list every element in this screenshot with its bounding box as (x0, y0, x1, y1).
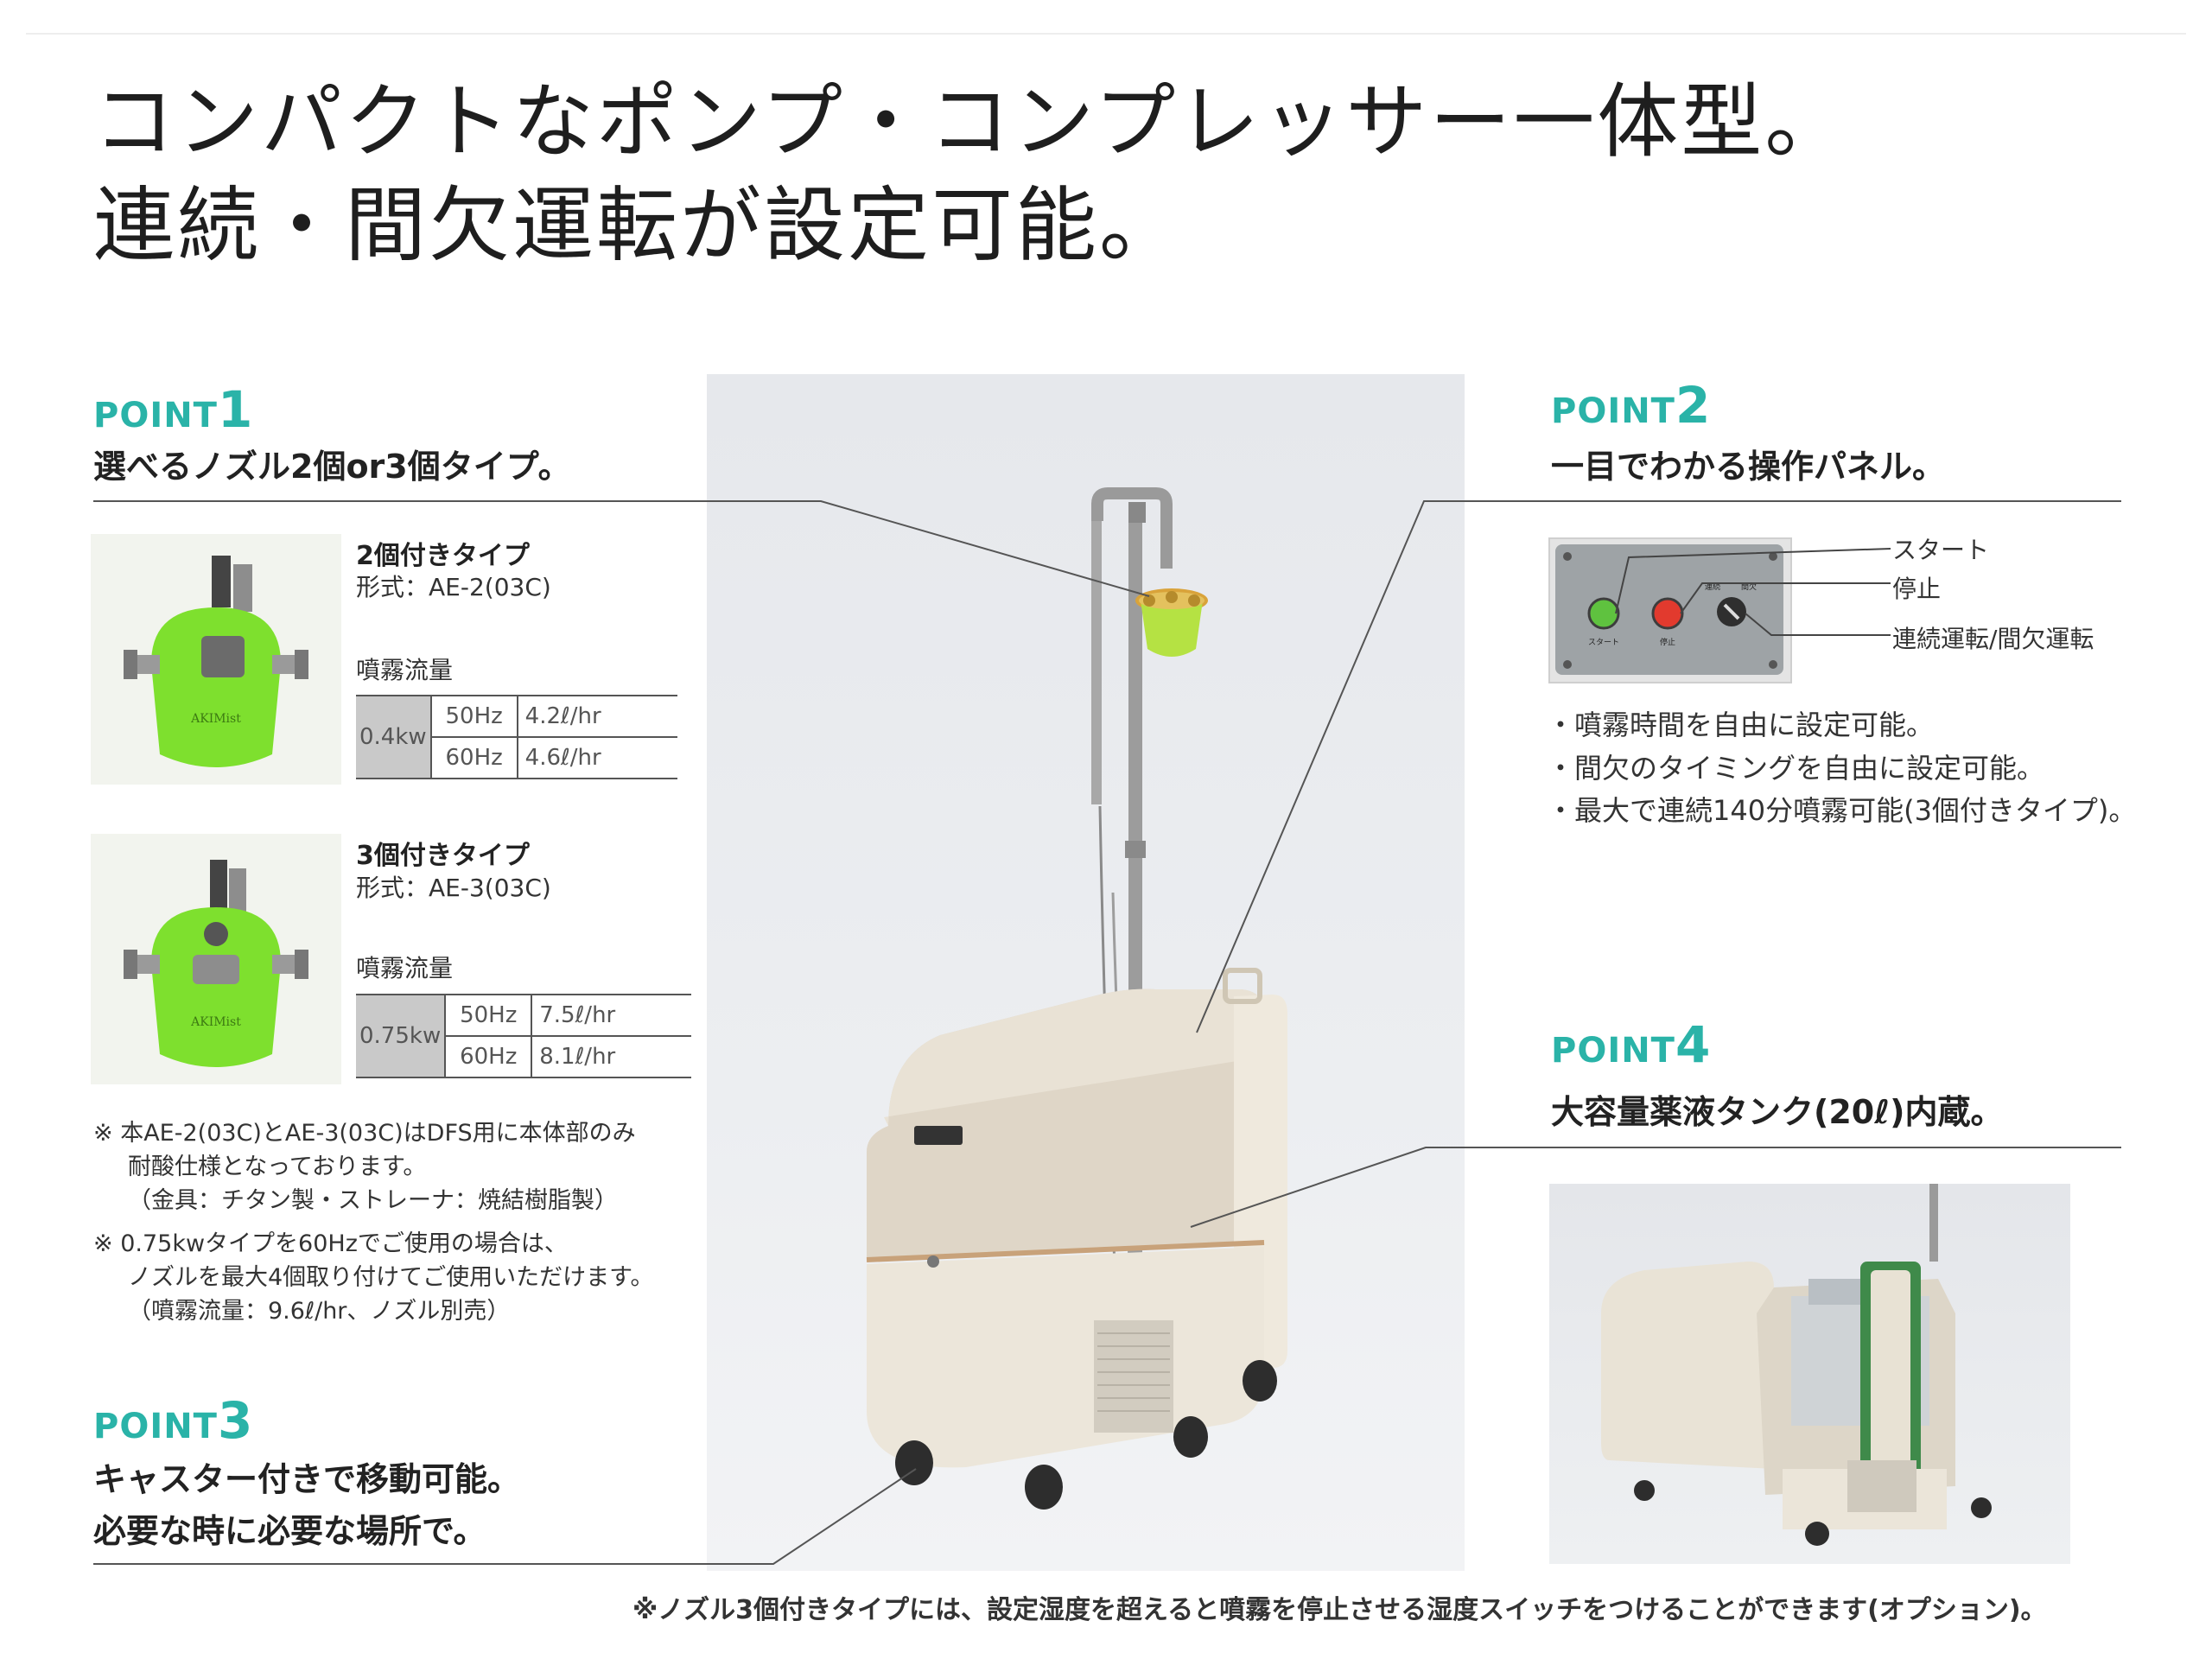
point2-title: 一目でわかる操作パネル。 (1551, 448, 1946, 486)
point1-tag-word: POINT (93, 396, 218, 435)
type3-val-50: 7.5ℓ/hr (531, 994, 692, 1037)
table-row: 0.4kw 50Hz 4.2ℓ/hr (356, 695, 677, 779)
point2-bullet-3: ・最大で連続140分噴霧可能(3個付きタイプ)。 (1547, 794, 2137, 828)
type3-kw: 0.75kw (356, 994, 447, 1078)
type2-hz-50: 50Hz (430, 695, 518, 738)
table-row: 60Hz 4.6ℓ/hr (356, 736, 677, 779)
point2-bullets: ・噴霧時間を自由に設定可能。 ・間欠のタイミングを自由に設定可能。 ・最大で連続… (1547, 704, 2136, 833)
type3-hz-50: 50Hz (445, 994, 533, 1037)
headline-line-1: コンパクトなポンプ・コンプレッサー一体型。 (93, 75, 1849, 169)
nozzle-2-brand: AKIMist (190, 712, 241, 726)
panel-label-stop: 停止 (1892, 575, 1942, 603)
point2-tag-number: 2 (1675, 376, 1711, 435)
point4-tag-word: POINT (1551, 1031, 1675, 1071)
point1-title: 選べるノズル2個or3個タイプ。 (93, 448, 571, 486)
tank-illustration (1601, 1184, 1992, 1546)
nozzle-3-brand: AKIMist (190, 1015, 241, 1029)
type3-hz-60: 60Hz (445, 1035, 533, 1078)
note-2-line-2: ノズルを最大4個取り付けてご使用いただけます。 (128, 1264, 654, 1292)
panel-small-stop: 停止 (1660, 637, 1675, 647)
note-2: ※ 0.75kwタイプを60Hzでご使用の場合は、 ノズルを最大4個取り付けてご… (93, 1227, 653, 1328)
type2-val-50: 4.2ℓ/hr (517, 695, 677, 738)
point2-tag: POINT2 (1551, 380, 1710, 430)
note-2-line-3: （噴霧流量：9.6ℓ/hr、ノズル別売） (128, 1298, 511, 1325)
panel-label-mode: 連続運転/間欠運転 (1892, 625, 2094, 653)
point2-bullet-2: ・間欠のタイミングを自由に設定可能。 (1547, 751, 2045, 785)
point3-tag-word: POINT (93, 1407, 218, 1446)
footnote: ※ノズル3個付きタイプには、設定湿度を超えると噴霧を停止させる湿度スイッチをつけ… (632, 1595, 2047, 1625)
point3-title-line-1: キャスター付きで移動可能。 (93, 1460, 521, 1498)
panel-small-start: スタート (1588, 638, 1619, 647)
note-1: ※ 本AE-2(03C)とAE-3(03C)はDFS用に本体部のみ 耐酸仕様とな… (93, 1116, 636, 1217)
type2-kw: 0.4kw (356, 695, 432, 779)
point4-tag: POINT4 (1551, 1020, 1710, 1070)
point3-tag-number: 3 (217, 1391, 253, 1450)
type3-flow-label: 噴霧流量 (356, 954, 454, 982)
note-1-line-2: 耐酸仕様となっております。 (128, 1154, 427, 1181)
spray-unit-illustration (866, 487, 1287, 1510)
type2-flow-table: 0.4kw 50Hz 4.2ℓ/hr 60Hz 4.6ℓ/hr (356, 695, 677, 779)
nozzle-2-image: AKIMist (91, 534, 341, 785)
nozzle-3-illustration: AKIMist (124, 860, 308, 1067)
type3-val-60: 8.1ℓ/hr (531, 1035, 692, 1078)
note-2-line-1: ※ 0.75kwタイプを60Hzでご使用の場合は、 (93, 1230, 568, 1257)
top-divider (26, 33, 2186, 35)
point1-tag-number: 1 (217, 380, 253, 439)
note-1-line-1: ※ 本AE-2(03C)とAE-3(03C)はDFS用に本体部のみ (93, 1120, 636, 1147)
point4-tag-number: 4 (1675, 1015, 1711, 1074)
type3-model: 形式：AE-3(03C) (356, 874, 551, 902)
point2-tag-word: POINT (1551, 391, 1675, 431)
point3-tag: POINT3 (93, 1395, 252, 1446)
type3-name: 3個付きタイプ (356, 841, 530, 871)
type2-flow-label: 噴霧流量 (356, 656, 454, 684)
point3-title-line-2: 必要な時に必要な場所で。 (93, 1512, 486, 1550)
tank-image (1549, 1184, 2070, 1564)
point1-tag: POINT1 (93, 385, 252, 435)
type2-hz-60: 60Hz (430, 736, 518, 779)
table-row: 60Hz 8.1ℓ/hr (356, 1035, 692, 1078)
point2-bullet-1: ・噴霧時間を自由に設定可能。 (1547, 709, 1935, 741)
main-product-image (707, 374, 1465, 1571)
nozzle-3-image: AKIMist (91, 834, 341, 1084)
point4-title: 大容量薬液タンク(20ℓ)内蔵。 (1551, 1093, 2004, 1131)
type2-model: 形式：AE-2(03C) (356, 573, 551, 601)
type2-name: 2個付きタイプ (356, 541, 530, 571)
type3-flow-table: 0.75kw 50Hz 7.5ℓ/hr 60Hz 8.1ℓ/hr (356, 994, 692, 1078)
type2-val-60: 4.6ℓ/hr (517, 736, 677, 779)
note-1-line-3: （金具：チタン製・ストレーナ：焼結樹脂製） (128, 1187, 618, 1215)
nozzle-2-illustration: AKIMist (124, 556, 308, 767)
headline-line-2: 連続・間欠運転が設定可能。 (93, 179, 1184, 273)
table-row: 0.75kw 50Hz 7.5ℓ/hr (356, 994, 692, 1078)
panel-label-start: スタート (1892, 536, 1990, 564)
panel-callout-lines (1615, 548, 1891, 636)
